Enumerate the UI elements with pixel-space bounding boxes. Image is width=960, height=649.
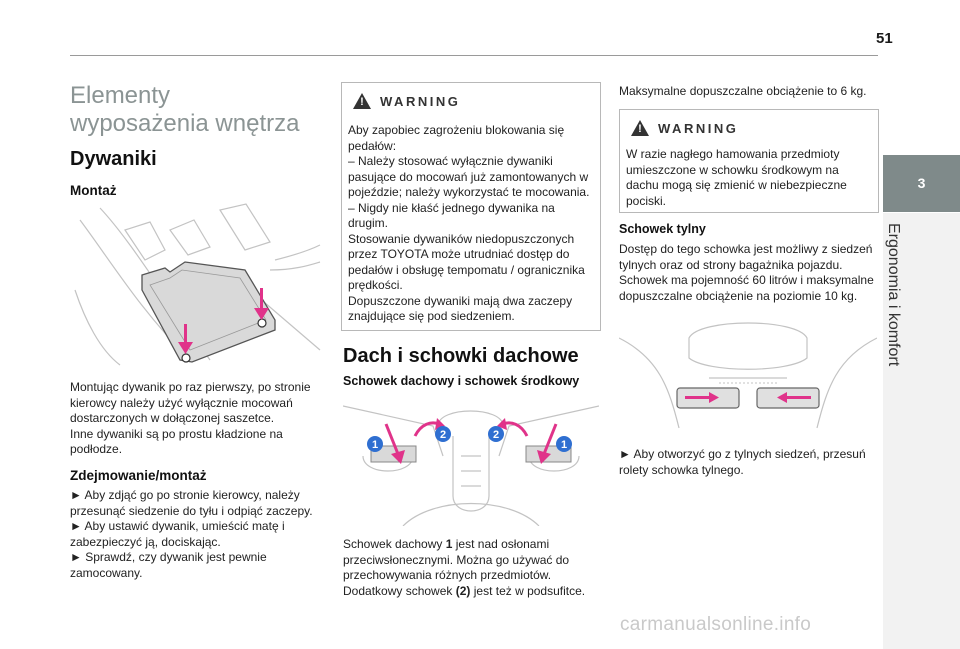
text-line: prędkości.: [348, 278, 403, 292]
chapter-tab[interactable]: 3: [883, 155, 960, 212]
text-line: Dodatkowy schowek (2) jest też w podsufi…: [343, 583, 586, 598]
text-line: zamocowany.: [70, 565, 143, 580]
callout-2-right: 2: [488, 426, 504, 442]
mounting-text: Montując dywanik po raz pierwszy, po str…: [70, 380, 330, 458]
text-line: przesunąć siedzenie do tyłu i odpiąć zac…: [70, 503, 313, 518]
text-line: pasujące do mocowań już zamontowanych w: [348, 169, 589, 184]
text-line: ► Sprawdź, czy dywanik jest pewnie: [70, 550, 267, 564]
svg-text:1: 1: [372, 439, 378, 451]
warning-box-pedals: ! WARNING Aby zapobiec zagrożeniu blokow…: [341, 82, 601, 331]
text-line: ► Aby zdjąć go po stronie kierowcy, nale…: [70, 488, 300, 502]
heading-dywaniki: Dywaniki: [70, 148, 157, 170]
text-line: rolety schowka tylnego.: [619, 462, 744, 477]
warning-text: W razie nagłego hamowania przedmioty umi…: [626, 147, 876, 209]
text-line: Inne dywaniki są po prostu kładzione na: [70, 426, 283, 441]
rear-storage-text: Dostęp do tego schowka jest możliwy z si…: [619, 242, 881, 304]
subheading-montaz: Montaż: [70, 183, 117, 198]
arrow-icon-slide-right: [685, 392, 719, 403]
text-line: ► Aby ustawić dywanik, umieścić matę i: [70, 519, 285, 533]
arrow-icon-slide-left: [777, 392, 811, 403]
text-line: znajdujące się pod siedzeniem.: [348, 309, 515, 323]
callout-2-left: 2: [435, 426, 451, 442]
text-line: dopuszczalne obciążenie na poziomie 10 k…: [619, 288, 858, 303]
text-line: Aby zapobiec zagrożeniu blokowania się: [348, 123, 565, 137]
arrow-icon-2: [178, 324, 193, 354]
text-line: – Należy stosować wyłącznie dywaniki: [348, 154, 553, 168]
warning-icon: [353, 93, 371, 109]
callout-1-right: 1: [556, 436, 572, 452]
arrow-icon-down-left: [384, 423, 405, 464]
svg-text:2: 2: [440, 429, 446, 441]
subheading-schowek-tylny: Schowek tylny: [619, 222, 706, 236]
removal-steps: ► Aby zdjąć go po stronie kierowcy, nale…: [70, 488, 330, 581]
rear-storage-illustration: [619, 322, 877, 429]
text-line: kierowcy należy użyć wyłącznie mocowań: [70, 395, 293, 410]
warning-title: WARNING: [658, 121, 739, 136]
text-line: tylnych oraz od strony bagażnika pojazdu…: [619, 257, 843, 272]
warning-icon: [631, 120, 649, 136]
chapter-title: Ergonomia i komfort: [880, 213, 910, 649]
text-line: Dopuszczone dywaniki mają dwa zaczepy: [348, 293, 573, 308]
text-line: zabezpieczyć ją, dociskając.: [70, 534, 221, 549]
subheading-schowek-dachowy: Schowek dachowy i schowek środkowy: [343, 374, 580, 388]
rear-storage-step: ► Aby otworzyć go z tylnych siedzeń, prz…: [619, 447, 881, 478]
subheading-zdejmowanie: Zdejmowanie/montaż: [70, 468, 207, 483]
heading-dach: Dach i schowki dachowe: [343, 345, 579, 367]
header-rule: [70, 55, 878, 56]
svg-text:1: 1: [561, 439, 567, 451]
chapter-title-text: Ergonomia i komfort: [885, 223, 902, 367]
arrow-icon-down-right: [537, 423, 558, 464]
callout-1-left: 1: [367, 436, 383, 452]
text-line: – Nigdy nie kłaść jednego dywanika na: [348, 200, 555, 215]
text-line: Stosowanie dywaników niedopuszczonych: [348, 231, 575, 246]
text-line: przeciwsłonecznymi. Można go używać do: [343, 552, 570, 567]
svg-text:2: 2: [493, 429, 499, 441]
warning-box-roof: ! WARNING W razie nagłego hamowania prze…: [619, 109, 879, 213]
text-line: Dostęp do tego schowka jest możliwy z si…: [619, 242, 873, 256]
max-load-line: Maksymalne dopuszczalne obciążenie to 6 …: [619, 84, 867, 98]
text-line: Montując dywanik po raz pierwszy, po str…: [70, 380, 311, 394]
text-line: ► Aby otworzyć go z tylnych siedzeń, prz…: [619, 447, 866, 461]
roof-storage-text: Schowek dachowy 1 jest nad osłonami prze…: [343, 537, 603, 599]
roof-storage-illustration: 1 2 2 1: [343, 405, 599, 526]
sidebar-strip: [883, 213, 960, 649]
text-line: przez TOYOTA może utrudniać dostęp do: [348, 247, 570, 261]
watermark: carmanualsonline.info: [620, 614, 812, 635]
text-line: pedałów:: [348, 138, 397, 153]
text-line: Schowek dachowy 1 jest nad osłonami: [343, 537, 550, 551]
warning-title: WARNING: [380, 94, 461, 109]
text-line: pojeździe; należy wykorzystać te mocowan…: [348, 185, 590, 199]
text-line: umieszczone w schowku środkowym na: [626, 162, 839, 177]
text-line: drugim.: [348, 216, 389, 230]
text-line: pociski.: [626, 193, 667, 208]
page-number: 51: [876, 30, 893, 47]
text-line: dostarczonych w dołączonej saszetce.: [70, 411, 275, 425]
text-line: W razie nagłego hamowania przedmioty: [626, 147, 840, 161]
text-line: pedałów i obsługę tempomatu / ograniczni…: [348, 262, 585, 277]
section-title: Elementy wyposażenia wnętrza: [70, 82, 300, 137]
text-line: dachu mogą się zmienić w niebezpieczne: [626, 178, 847, 192]
arrow-icon-1: [254, 288, 269, 320]
text-line: Schowek ma pojemność 60 litrów i maksyma…: [619, 273, 874, 287]
floor-mat-illustration: [74, 203, 321, 366]
text-line: podłodze.: [70, 442, 123, 456]
text-line: przechowywania różnych przedmiotów.: [343, 568, 552, 582]
warning-text: Aby zapobiec zagrożeniu blokowania się p…: [348, 123, 598, 325]
